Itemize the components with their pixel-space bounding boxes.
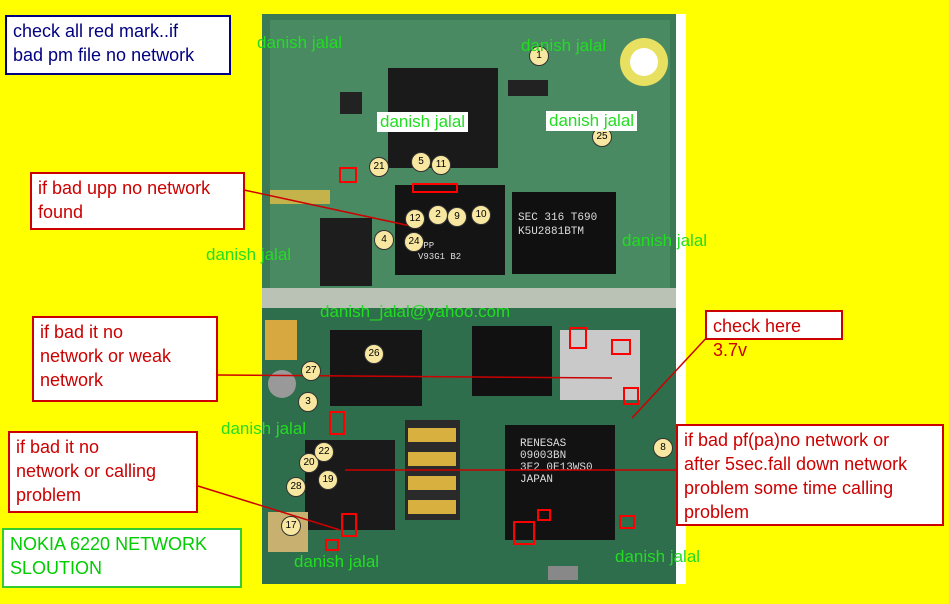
callout-pm-file: check all red mark..if bad pm file no ne…: [5, 15, 231, 75]
red-mark: [611, 339, 631, 355]
red-mark: [325, 539, 339, 551]
callout-calling-problem: if bad it no network or calling problem: [8, 431, 198, 513]
marker-12: 12: [405, 209, 425, 229]
leader-lines: [197, 189, 711, 531]
red-mark: [339, 167, 357, 183]
marker-26: 26: [364, 344, 384, 364]
marker-5: 5: [411, 152, 431, 172]
marker-28: 28: [286, 477, 306, 497]
renesas-chip-label: RENESAS 09003BN 3E2 0E13WS0 JAPAN: [520, 438, 599, 486]
marker-21: 21: [369, 157, 389, 177]
red-mark: [569, 327, 587, 349]
marker-8: 8: [653, 438, 673, 458]
board-edge: [676, 14, 686, 584]
small-ic: [508, 80, 548, 96]
memory-chip-label: SEC 316 T690 K5U2881BTM: [518, 212, 604, 238]
capacitor: [265, 320, 297, 360]
diagram-title: NOKIA 6220 NETWORK SLOUTION: [2, 528, 242, 588]
renesas-chip: [505, 425, 615, 540]
watermark-email: danish_jalal@yahoo.com: [320, 302, 511, 321]
watermark: danish jalal: [546, 111, 638, 131]
red-mark: [329, 411, 345, 435]
marker-24: 24: [404, 232, 424, 252]
watermark: danish jalal: [221, 419, 307, 438]
marker-3: 3: [298, 392, 318, 412]
callout-check-voltage: check here 3.7v: [705, 310, 843, 360]
red-mark: [412, 183, 458, 193]
marker-11: 11: [431, 155, 451, 175]
coil: [268, 370, 296, 398]
marker-17: 17: [281, 516, 301, 536]
upp-chip-label: UPP V93G1 B2: [418, 241, 461, 262]
sim-connector: [472, 326, 552, 396]
marker-9: 9: [447, 207, 467, 227]
watermark: danish jalal: [615, 547, 701, 566]
small-ic-2: [340, 92, 362, 114]
marker-4: 4: [374, 230, 394, 250]
watermark: danish jalal: [622, 231, 708, 250]
red-mark: [513, 521, 535, 545]
marker-2: 2: [428, 205, 448, 225]
red-mark: [623, 387, 639, 405]
upp-chip: [395, 185, 505, 275]
marker-1: 1: [529, 46, 549, 66]
red-mark: [537, 509, 551, 521]
connector-left: [320, 218, 372, 286]
watermark: danish jalal: [294, 552, 380, 571]
marker-10: 10: [471, 205, 491, 225]
regulator-chip: [330, 330, 422, 406]
marker-20: 20: [299, 453, 319, 473]
marker-22: 22: [314, 442, 334, 462]
marker-19: 19: [318, 470, 338, 490]
red-mark: [341, 513, 357, 537]
callout-pa: if bad pf(pa)no network or after 5sec.fa…: [676, 424, 944, 526]
watermark: danish jalal: [377, 112, 469, 132]
watermark: danish jalal: [521, 36, 607, 55]
red-marks: [325, 167, 639, 551]
callout-weak-network: if bad it no network or weak network: [32, 316, 218, 402]
marker-27: 27: [301, 361, 321, 381]
board-separator: [262, 288, 676, 310]
watermark: danish jalal: [206, 245, 292, 264]
red-mark: [619, 515, 635, 529]
callout-upp: if bad upp no network found: [30, 172, 245, 230]
memory-chip: [512, 192, 616, 274]
watermark: danish jalal: [257, 33, 343, 52]
